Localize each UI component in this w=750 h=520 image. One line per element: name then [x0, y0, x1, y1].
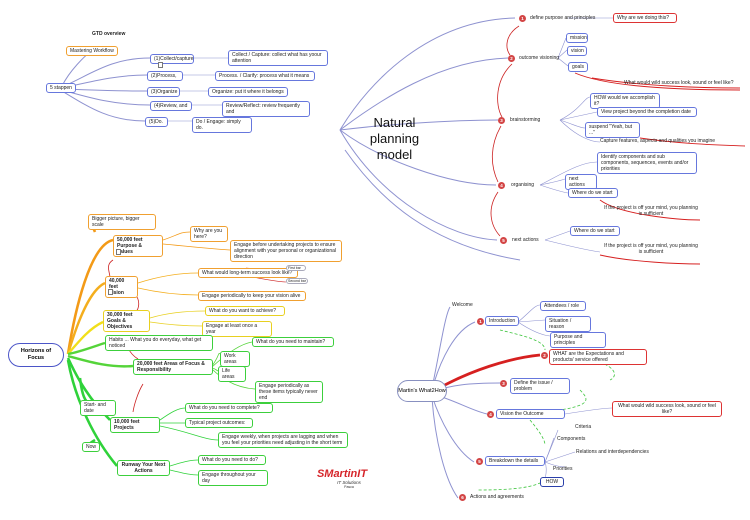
mwh-vision-question[interactable]: What would wild success look, sound or f… — [612, 401, 722, 417]
hof-level-20k[interactable]: 20,000 feet Areas of Focus & Responsibil… — [133, 359, 213, 375]
brand-sub: IT Solutions — [337, 480, 361, 485]
mwh-how-node[interactable]: HOW — [540, 477, 564, 487]
mwh-components[interactable]: Components — [557, 436, 586, 442]
hof-todo[interactable]: What do you need to do? — [198, 455, 266, 465]
hof-typical[interactable]: Typical project outcomes: — [185, 418, 253, 428]
hof-level-40k[interactable]: 40,000 feet Vision — [105, 276, 138, 298]
npm-sub-vision[interactable]: vision — [567, 46, 587, 56]
gtd-desc-review[interactable]: Review/Reflect: review frequently and — [222, 101, 310, 117]
hof-engage-day[interactable]: Engage throughout your day — [198, 470, 268, 486]
hof-center-node[interactable]: Horizons of Focus — [8, 343, 64, 367]
hof-start-date[interactable]: Start- and date — [80, 400, 116, 416]
mwh-item-breakdown[interactable]: Breakdown the details — [485, 456, 545, 466]
hof-work-areas[interactable]: Work areas — [220, 351, 250, 367]
note-icon — [108, 289, 113, 295]
mwh-welcome[interactable]: Welcome — [452, 302, 473, 308]
npm-title: Natural planning model — [369, 115, 420, 162]
hof-first-bar[interactable]: First bar — [286, 265, 306, 271]
hof-long-term[interactable]: What would long-term success look like? — [198, 268, 298, 278]
mwh-number-1: 1 — [477, 318, 484, 325]
mwh-number-5: 5 — [476, 458, 483, 465]
hof-level-50k[interactable]: 50,000 feet Purpose & Values — [113, 235, 163, 257]
npm-number-5: 5 — [500, 237, 507, 244]
hof-want-achieve[interactable]: What do you want to achieve? — [205, 306, 285, 316]
npm-number-1: 1 — [519, 15, 526, 22]
npm-number-2: 2 — [508, 55, 515, 62]
mwh-number-4: 4 — [487, 411, 494, 418]
hof-level-10k[interactable]: 10,000 feet Projects — [110, 417, 160, 433]
npm-next-start[interactable]: Where do we start — [570, 226, 620, 236]
note-icon — [116, 249, 121, 255]
gtd-workflow-node[interactable]: Mastering Workflow — [66, 46, 118, 56]
hof-maintain[interactable]: What do you need to maintain? — [252, 337, 334, 347]
hof-center-label: Horizons of Focus — [20, 348, 52, 361]
hof-habits[interactable]: Habits ... What you do everyday, what ge… — [105, 335, 213, 351]
npm-brain-capture[interactable]: Capture features, aspects and qualities … — [600, 138, 716, 144]
brand-tiny: Pasca — [344, 485, 354, 489]
npm-number-3: 3 — [498, 117, 505, 124]
mwh-item-define[interactable]: Define the issue / problem — [510, 378, 570, 394]
note-icon — [158, 62, 163, 68]
npm-next-off-mind[interactable]: If the project is off your mind, you pla… — [604, 243, 698, 255]
gtd-step-process[interactable]: (2)Process, — [147, 71, 183, 81]
mwh-intro-attendees[interactable]: Attendees / role — [540, 301, 586, 311]
gtd-step-review[interactable]: (4)Review, and — [150, 101, 192, 111]
npm-org-start[interactable]: Where do we start — [568, 188, 618, 198]
npm-item-organising[interactable]: organising — [511, 182, 535, 188]
gtd-center-node[interactable]: 5 stappen — [46, 83, 76, 93]
npm-org-identify[interactable]: Identify components and sub components, … — [597, 152, 697, 174]
mwh-criteria[interactable]: Criteria — [575, 424, 592, 430]
gtd-step-organize[interactable]: (3)Organize — [147, 87, 180, 97]
hof-engage-items[interactable]: Engage periodically as these items typic… — [255, 381, 323, 403]
gtd-desc-process[interactable]: Process. / Clarify: process what it mean… — [215, 71, 315, 81]
gtd-desc-collect[interactable]: Collect / Capture: collect what has yoou… — [228, 50, 328, 66]
mwh-relations[interactable]: Relations and interdependencies — [576, 449, 649, 455]
mwh-intro-purpose[interactable]: Purpose and principles — [550, 332, 606, 348]
hof-second-bar[interactable]: Second bar — [286, 278, 308, 284]
mwh-number-2: 2 — [541, 352, 548, 359]
npm-sub-mission[interactable]: mission — [566, 33, 588, 43]
hof-engage-periodic[interactable]: Engage periodically to keep your vision … — [198, 291, 306, 301]
npm-brain-suspend[interactable]: suspend "Yeah, but ..." — [585, 122, 640, 138]
hof-bigger-picture[interactable]: Bigger picture, bigger scale — [88, 214, 156, 230]
mwh-number-6: 6 — [459, 494, 466, 501]
mwh-center-label: Martin's What2How — [398, 387, 446, 394]
hof-why-here[interactable]: Why are you here? — [190, 226, 228, 242]
hof-runway[interactable]: Runway Your Next Actions — [117, 460, 170, 476]
npm-org-off-mind[interactable]: If the project is off your mind, you pla… — [604, 205, 698, 217]
npm-number-4: 4 — [498, 182, 505, 189]
mwh-priorities[interactable]: Priorities — [553, 466, 573, 472]
mwh-item-actions[interactable]: Actions and agreements — [470, 494, 524, 500]
hof-life-areas[interactable]: Life areas — [218, 366, 246, 382]
npm-item-next-actions[interactable]: next actions — [512, 237, 539, 243]
gtd-title: GTD overview — [92, 31, 126, 37]
npm-vision-question[interactable]: What would wild success look, sound or f… — [624, 80, 734, 86]
brand-logo: SMartinIT IT Solutions Pasca — [312, 468, 372, 489]
mwh-center-node[interactable]: Martin's What2How — [397, 380, 447, 402]
mwh-item-introduction[interactable]: Introduction — [485, 316, 519, 326]
gtd-desc-organize[interactable]: Organize: put it where it belongs — [208, 87, 288, 97]
npm-why-node[interactable]: Why are we doing this? — [613, 13, 677, 23]
mwh-intro-situation[interactable]: Situation / reason — [545, 316, 591, 332]
hof-engage-weekly[interactable]: Engage weekly, when projects are lagging… — [218, 432, 348, 448]
npm-item-purpose[interactable]: define purpose and principles — [530, 15, 596, 21]
hof-engage-before[interactable]: Engage before undertaking projects to en… — [230, 240, 342, 262]
brand-name: SMartinIT — [316, 468, 368, 480]
gtd-desc-do[interactable]: Do / Engage: simply do. — [192, 117, 252, 133]
hof-engage-year[interactable]: Engage at least once a year — [202, 321, 272, 337]
hof-level-30k[interactable]: 30,000 feet Goals & Objectives — [103, 310, 150, 332]
npm-item-brainstorming[interactable]: brainstorming — [510, 117, 541, 123]
mwh-item-what[interactable]: WHAT are the Expectations and products/ … — [549, 349, 647, 365]
gtd-step-collect[interactable]: (1)Collect/capture — [150, 54, 194, 64]
hof-complete[interactable]: What do you need to complete? — [185, 403, 273, 413]
hof-now[interactable]: Now — [82, 442, 100, 452]
npm-brain-view[interactable]: View project beyond the completion date — [597, 107, 697, 117]
mwh-number-3: 3 — [500, 380, 507, 387]
gtd-step-do[interactable]: (5)Do. — [145, 117, 168, 127]
npm-sub-goals[interactable]: goals — [568, 62, 588, 72]
npm-item-visioning[interactable]: outcome visioning — [519, 55, 560, 61]
mwh-item-vision[interactable]: Vision the Outcome — [496, 409, 565, 419]
